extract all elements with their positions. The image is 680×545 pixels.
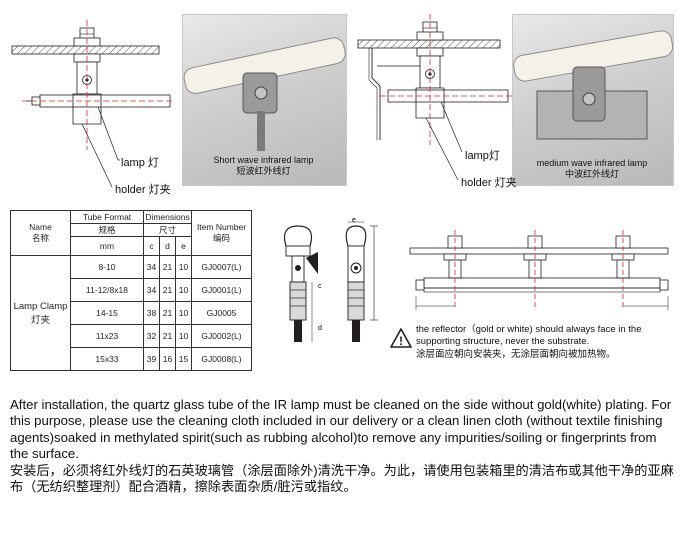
cell-d: 21 <box>159 278 176 302</box>
lamp-label-2: lamp灯 <box>465 150 500 162</box>
holder-label: holder 灯夹 <box>115 184 171 196</box>
cell-d: 21 <box>159 255 176 279</box>
cell-item: GJ0007(L) <box>191 255 252 279</box>
caption-zh: 短波红外线灯 <box>236 166 291 176</box>
cell-item: GJ0005 <box>191 301 252 325</box>
lamp-leader <box>97 106 119 161</box>
table-row: Lamp Clamp 灯夹 8-10 34 21 10 GJ0007(L) <box>10 255 252 371</box>
holder-leader <box>81 123 113 188</box>
cell-d: 21 <box>159 324 176 348</box>
header-tube-unit: mm <box>70 236 144 256</box>
cleaning-instructions: After installation, the quartz glass tub… <box>10 397 674 495</box>
dim-d-label: d <box>318 325 322 332</box>
header-dim-en: Dimensions <box>143 210 192 224</box>
table-row: 11x23 32 21 10 GJ0002(L) <box>11 324 252 348</box>
header-item-en: Item Number <box>196 222 247 232</box>
reflector-note-en: the reflector（gold or white) should alwa… <box>416 324 642 347</box>
cell-d: 16 <box>159 347 176 371</box>
medium-wave-lamp-photo <box>512 14 674 186</box>
mounting-plate-2 <box>357 39 501 49</box>
lamp-leader-2 <box>440 101 463 153</box>
header-dim-zh: 尺寸 <box>143 223 192 237</box>
header-tube-en: Tube Format <box>70 210 144 224</box>
medium-wave-caption: medium wave infrared lamp 中波红外线灯 <box>512 158 672 180</box>
header-item: Item Number 编码 <box>191 210 252 256</box>
cell-tube: 14-15 <box>70 301 144 325</box>
cell-d: 21 <box>159 301 176 325</box>
cleaning-instructions-en: After installation, the quartz glass tub… <box>10 397 672 462</box>
cell-e: 10 <box>175 255 192 279</box>
cell-c: 38 <box>143 301 160 325</box>
clamp-dimension-drawing: c d e <box>283 217 378 342</box>
caption-en-2: medium wave infrared lamp <box>536 158 648 168</box>
header-e: e <box>175 236 192 256</box>
cell-e: 10 <box>175 301 192 325</box>
holder-leader-2 <box>425 117 459 181</box>
lamp-photo-illustration <box>183 37 346 151</box>
cell-e: 10 <box>175 278 192 302</box>
holder-label-2: holder 灯夹 <box>461 177 517 189</box>
caption-zh-2: 中波红外线灯 <box>564 169 619 179</box>
dim-c-label: c <box>318 283 322 290</box>
header-item-zh: 编码 <box>212 233 230 243</box>
multi-clamp-assembly-drawing <box>409 230 669 310</box>
svg-text:!: ! <box>399 334 403 348</box>
header-d: d <box>159 236 176 256</box>
cell-c: 32 <box>143 324 160 348</box>
lamp-photo-illustration-2 <box>513 30 674 140</box>
header-name-zh: 名称 <box>31 233 49 243</box>
warning-icon: ! <box>390 328 412 348</box>
caption-en: Short wave infrared lamp <box>213 155 314 165</box>
row-name-cell: Lamp Clamp 灯夹 <box>10 255 71 371</box>
name-zh: 灯夹 <box>30 314 50 326</box>
header-name-en: Name <box>29 222 52 232</box>
short-wave-caption: Short wave infrared lamp 短波红外线灯 <box>182 155 345 177</box>
name-en: Lamp Clamp <box>13 300 68 312</box>
cell-c: 39 <box>143 347 160 371</box>
cell-c: 34 <box>143 278 160 302</box>
dim-e-label: e <box>352 217 356 224</box>
cell-tube: 11x23 <box>70 324 144 348</box>
cell-e: 10 <box>175 324 192 348</box>
header-name: Name 名称 <box>10 210 71 256</box>
header-c: c <box>143 236 160 256</box>
cell-e: 15 <box>175 347 192 371</box>
cell-item: GJ0008(L) <box>191 347 252 371</box>
cleaning-instructions-zh: 安装后，必须将红外线灯的石英玻璃管（涂层面除外)清洗干净。为此，请使用包装箱里的… <box>10 462 674 495</box>
reflector-note: the reflector（gold or white) should alwa… <box>416 324 678 361</box>
cell-tube: 8-10 <box>70 255 144 279</box>
cell-item: GJ0001(L) <box>191 278 252 302</box>
cell-c: 34 <box>143 255 160 279</box>
mounting-plate <box>11 45 160 55</box>
cell-tube: 15x33 <box>70 347 144 371</box>
clamp-spec-table: Name 名称 Tube Format Dimensions Item Numb… <box>10 210 252 371</box>
lamp-label: lamp 灯 <box>121 157 159 169</box>
short-wave-lamp-photo <box>182 14 347 186</box>
table-row: 15x33 39 16 15 GJ0008(L) <box>11 347 252 371</box>
cell-tube: 11-12/8x18 <box>70 278 144 302</box>
reflector-note-zh: 涂层面应朝向安装夹，无涂层面朝向被加热物。 <box>416 349 616 360</box>
header-tube-zh: 规格 <box>70 223 144 237</box>
holder-drawing-short-wave <box>11 14 512 188</box>
cell-item: GJ0002(L) <box>191 324 252 348</box>
